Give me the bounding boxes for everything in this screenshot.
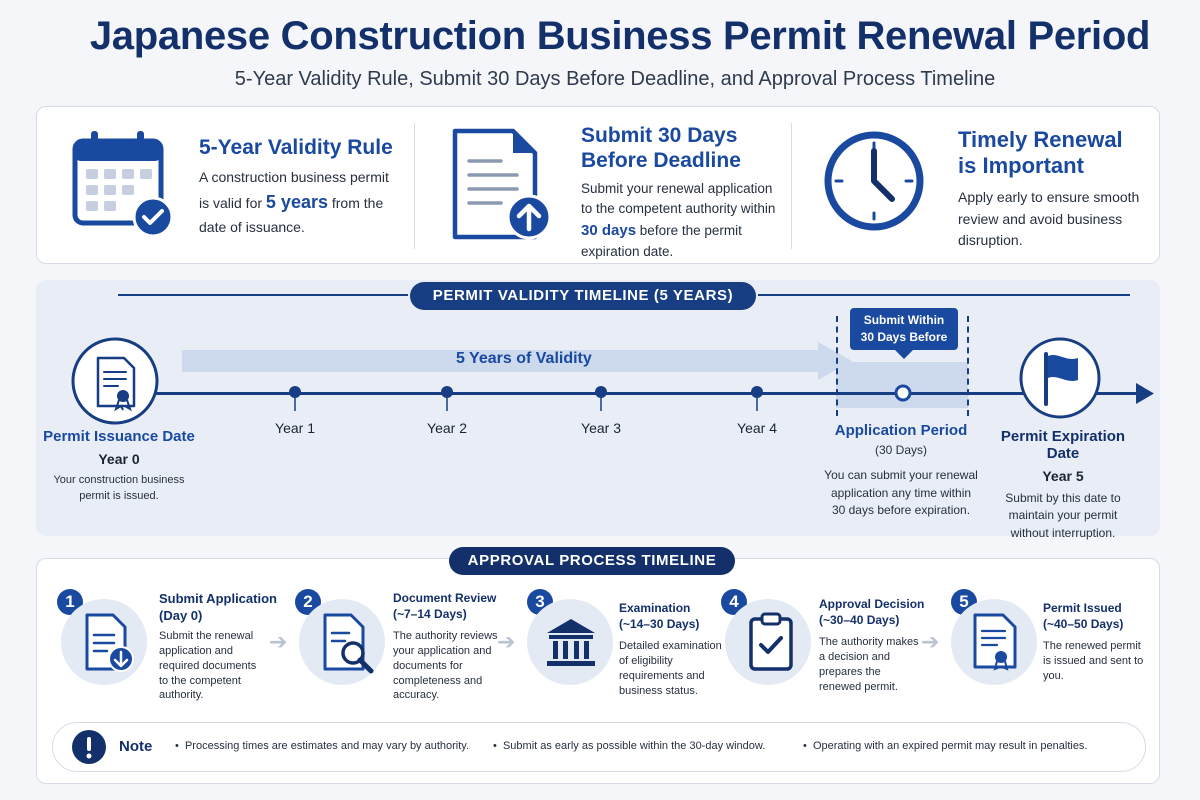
expiration-title: Permit Expiration Date [1000, 428, 1126, 462]
banner-rule-right [758, 294, 1130, 296]
timeline-axis [150, 392, 1140, 395]
application-title: Application Period [834, 422, 968, 439]
rules-panel: 5-Year Validity Rule A construction busi… [36, 106, 1160, 264]
application-period-dashed-right [967, 316, 969, 416]
expiration-desc: Submit by this date to maintain your per… [1005, 491, 1121, 540]
approval-banner: APPROVAL PROCESS TIMELINE [449, 547, 735, 575]
calendar-check-icon [72, 131, 174, 238]
year-3-label: Year 3 [581, 420, 621, 436]
note-item: • Submit as early as possible within the… [493, 740, 766, 752]
rule-validity: 5-Year Validity Rule A construction busi… [37, 107, 413, 265]
divider [791, 123, 792, 249]
page-subtitle: 5-Year Validity Rule, Submit 30 Days Bef… [234, 68, 996, 90]
rule-validity-title: 5-Year Validity Rule [199, 136, 393, 159]
issuance-title: Permit Issuance Date [43, 428, 195, 445]
step-4-desc: The authority makes a decision and prepa… [819, 636, 919, 693]
note-item: • Processing times are estimates and may… [175, 740, 470, 752]
expiration-node: Permit Expiration Date Year 5 Submit by … [986, 428, 1140, 542]
note-bar: Note • Processing times are estimates an… [52, 722, 1146, 772]
page-title: Japanese Construction Business Permit Re… [89, 14, 1151, 58]
year-4-marker [751, 386, 763, 411]
application-node: Application Period (30 Days) You can sub… [816, 422, 986, 520]
step-4-title: Approval Decision(~30–40 Days) [819, 597, 925, 627]
year-2-label: Year 2 [427, 420, 467, 436]
certificate-icon [71, 337, 159, 425]
government-building-icon [547, 619, 595, 666]
document-search-icon [323, 613, 374, 674]
step-1-desc: Submit the renewal application and requi… [159, 630, 257, 702]
clipboard-check-icon [749, 612, 793, 671]
banner-rule-left [118, 294, 408, 296]
timeline-arrowhead [1136, 383, 1154, 404]
application-sub: (30 Days) [874, 443, 927, 457]
note-item: • Operating with an expired permit may r… [803, 740, 1088, 752]
validity-banner: PERMIT VALIDITY TIMELINE (5 YEARS) [410, 282, 756, 310]
issuance-desc: Your construction business permit is iss… [53, 474, 185, 502]
application-period-dashed-left [836, 316, 838, 416]
year-1-marker [289, 386, 301, 411]
note-label: Note [119, 738, 153, 755]
year-4-label: Year 4 [737, 420, 777, 436]
step-5-desc: The renewed permit is issued and sent to… [1043, 640, 1144, 682]
validity-arrow [182, 342, 852, 380]
document-download-icon [85, 613, 134, 672]
step-3-desc: Detailed examination of eligibility requ… [619, 640, 722, 697]
validity-arrow-label: 5 Years of Validity [456, 350, 592, 367]
certificate-icon [973, 613, 1017, 671]
year-3-marker [595, 386, 607, 411]
divider [414, 123, 415, 249]
flag-icon [1019, 337, 1101, 419]
step-arrow: ➔ [921, 629, 940, 654]
year-1-label: Year 1 [275, 420, 315, 436]
submit-badge-pointer [894, 349, 914, 359]
step-arrow: ➔ [497, 629, 516, 654]
rule-submit-text: Submit your renewal application to the c… [581, 181, 776, 259]
application-marker [894, 384, 912, 402]
step-2-desc: The authority reviews your application a… [393, 630, 498, 702]
step-arrow: ➔ [269, 629, 288, 654]
rule-timely-text: Apply early to ensure smooth review and … [958, 189, 1140, 249]
step-2-title: Document Review(~7–14 Days) [393, 591, 497, 621]
step-5-title: Permit Issued(~40–50 Days) [1043, 601, 1124, 631]
step-3-title: Examination(~14–30 Days) [619, 601, 700, 631]
step-1-title: Submit Application(Day 0) [159, 591, 277, 623]
issuance-node: Permit Issuance Date Year 0 Your constru… [36, 428, 202, 505]
expiration-year: Year 5 [1042, 468, 1084, 484]
clock-icon [824, 131, 924, 231]
validity-panel: PERMIT VALIDITY TIMELINE (5 YEARS) 5 Yea… [36, 280, 1160, 540]
year-2-marker [441, 386, 453, 411]
rule-validity-text: A construction business permit is valid … [199, 169, 389, 235]
document-upload-icon [452, 128, 552, 240]
alert-icon [72, 730, 106, 764]
issuance-year: Year 0 [98, 451, 140, 467]
step-3-icon-bg [527, 599, 613, 685]
application-desc: You can submit your renewal application … [824, 468, 978, 518]
